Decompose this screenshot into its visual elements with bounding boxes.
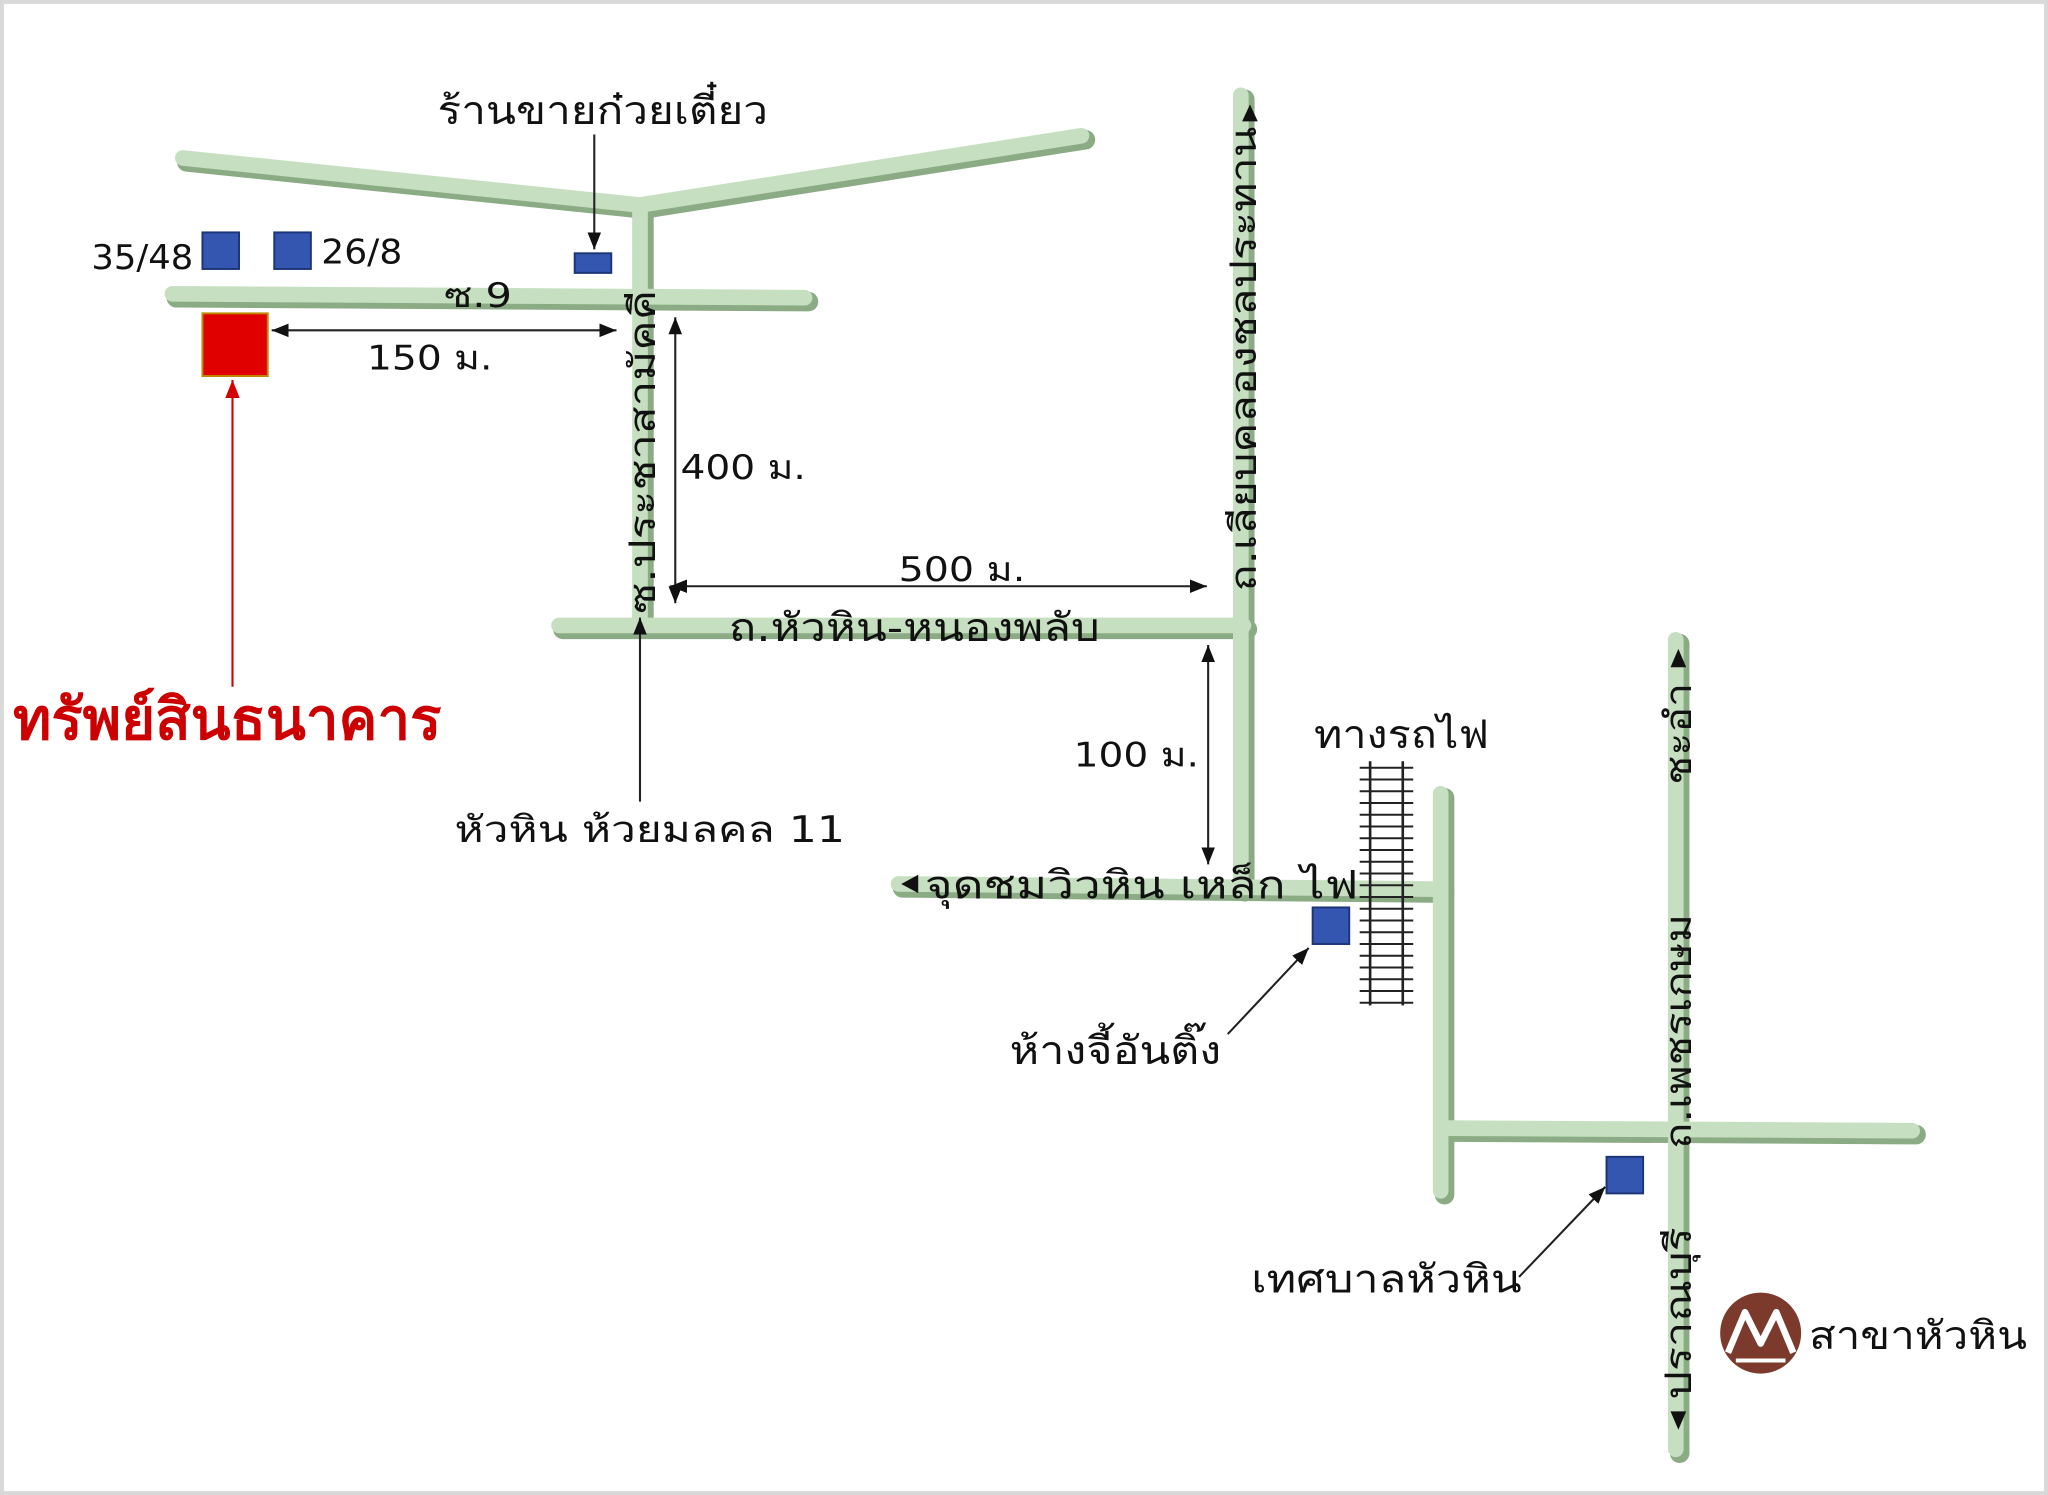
municipality-label: เทศบาลหัวหิน bbox=[1251, 1258, 1521, 1303]
department-store-pointer bbox=[1226, 947, 1310, 1035]
property-marker bbox=[201, 312, 269, 378]
liap-khlong-up-arrow-icon bbox=[1242, 104, 1258, 122]
house-35-48-marker bbox=[201, 231, 240, 270]
house-26-8-marker bbox=[273, 231, 312, 270]
railway-label: ทางรถไฟ bbox=[1314, 713, 1489, 758]
railway-track bbox=[1359, 761, 1414, 1006]
bank-logo-circle bbox=[1720, 1292, 1802, 1374]
north-arrow-icon bbox=[1670, 648, 1687, 668]
south-arrow-icon bbox=[1670, 1411, 1687, 1430]
department-store-label: ห้างจี้อันติ๊ง bbox=[1010, 1022, 1222, 1074]
liap-khlong-label: ถ.เลียบคลองชลประทาน bbox=[1222, 127, 1265, 592]
department-store-marker bbox=[1311, 906, 1351, 945]
distance-400-label: 400 ม. bbox=[680, 448, 805, 488]
noodle-shop-label: ร้านขายก๋วยเตี๋ยว bbox=[438, 81, 768, 134]
branch-label: สาขาหัวหิน bbox=[1809, 1314, 2027, 1359]
viewpoint-road-label: จุดชมวิวหิน เหล็ก ไฟ bbox=[925, 861, 1359, 909]
municipality-pointer bbox=[1518, 1186, 1606, 1278]
bank-logo-icon bbox=[1720, 1292, 1802, 1374]
soi-9-label: ซ.9 bbox=[444, 276, 512, 316]
road-surfaces bbox=[164, 87, 1920, 1458]
south-direction-label: ปราณบุรี bbox=[1657, 1227, 1701, 1399]
property-label: ทรัพย์สินธนาคาร bbox=[13, 686, 442, 753]
municipality-marker bbox=[1605, 1155, 1645, 1195]
road-top-right bbox=[632, 127, 1090, 213]
soi-pracha-samakkhi-label: ซ.ประชาสามัคคี bbox=[621, 290, 664, 614]
road-soi-9 bbox=[164, 285, 813, 306]
viewpoint-left-arrow-icon bbox=[901, 874, 919, 894]
road-top-left bbox=[175, 150, 648, 213]
distance-150-label: 150 ม. bbox=[367, 339, 492, 379]
landmark-markers bbox=[201, 231, 1645, 1195]
distance-500-label: 500 ม. bbox=[899, 550, 1026, 590]
huai-mongkhon-label: หัวหิน ห้วยมลคล 11 bbox=[455, 808, 846, 851]
north-direction-label: ชะอำ bbox=[1657, 683, 1700, 785]
road-viewpoint bbox=[890, 876, 1449, 897]
noodle-shop-marker bbox=[573, 252, 613, 274]
house-35-48-label: 35/48 bbox=[91, 238, 193, 278]
house-26-8-label: 26/8 bbox=[321, 233, 402, 273]
hua-hin-nong-phlap-label: ถ.หัวหิน-หนองพลับ bbox=[729, 606, 1100, 651]
phetkasem-label: ถ.เพชรเกษม bbox=[1657, 914, 1700, 1149]
distance-100-label: 100 ม. bbox=[1074, 735, 1199, 775]
bank-logo-mark bbox=[1724, 1308, 1797, 1354]
